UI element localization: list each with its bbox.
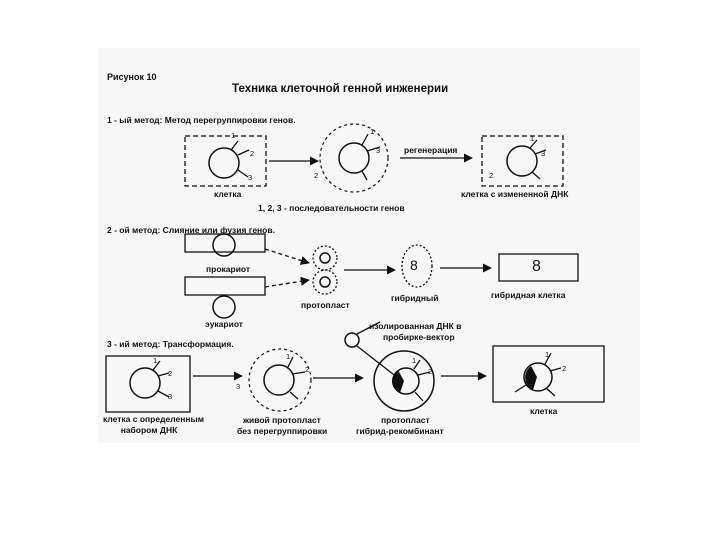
eukaryote-box [184, 276, 266, 319]
figure-title: Техника клеточной генной инженерии [232, 83, 449, 95]
protoplast-gene-1: 1 [370, 127, 375, 136]
m3-cell-gene-1: 1 [153, 356, 158, 365]
m3-cell-gene-3: 3 [168, 392, 173, 401]
vector-label-line-2: пробирке-вектор [383, 332, 455, 342]
hybrid-cell-box [498, 253, 579, 282]
vector-tube [344, 321, 399, 379]
protoplast-gene-2: 2 [314, 171, 319, 180]
m3-living-gene-2: 2 [305, 365, 310, 374]
method2-arrow-upper [264, 248, 310, 265]
eukaryote-label: эукариот [205, 319, 243, 329]
recomb-label-line-2: гибрид-рекомбинант [356, 426, 444, 436]
m3-cell-gene-2: 2 [168, 369, 173, 378]
hybrid-cell-label: гибридная клетка [491, 290, 566, 300]
prokaryote-box [184, 233, 266, 257]
m3-result-gene-1: 1 [545, 350, 550, 359]
method1-result-label: клетка с измененной ДНК [461, 189, 569, 199]
result-gene-1: 1 [530, 134, 535, 143]
m3-result-label: клетка [530, 406, 558, 416]
hybrid-cell-glyph: 8 [532, 258, 541, 275]
method1-protoplast [319, 123, 389, 193]
living-label-line-2: без перегруппировки [237, 426, 328, 436]
m3-recomb-gene-2: 2 [428, 367, 433, 376]
m3-cell-label-line-2: набором ДНК [120, 425, 178, 435]
method3-heading: 3 - ий метод: Трансформация. [107, 339, 234, 349]
m3-recomb-gene-1: 1 [412, 356, 417, 365]
living-label-line-1: живой протопласт [243, 415, 321, 425]
figure-label: Рисунок 10 [107, 72, 157, 82]
m3-living-gene-3: 3 [236, 382, 241, 391]
m3-result-gene-2: 2 [562, 364, 567, 373]
method1-sequence-note: 1, 2, 3 - последовательности генов [258, 203, 405, 213]
regeneration-label: регенерация [404, 145, 458, 155]
gene-number-1: 1 [231, 131, 236, 140]
m3-living-gene-1: 1 [286, 352, 291, 361]
method3-cell [105, 355, 191, 413]
recombinant-protoplast [373, 350, 435, 412]
method3-result-cell [492, 345, 605, 403]
prokaryote-label: прокариот [206, 264, 251, 274]
method2-arrow-lower [264, 276, 310, 288]
result-gene-3: 3 [541, 149, 546, 158]
hybrid-protoplast [401, 244, 433, 288]
result-gene-2: 2 [489, 171, 494, 180]
method1-result-cell [481, 135, 564, 187]
method1-cell-label: клетка [214, 189, 242, 199]
recomb-label-line-1: протопласт [381, 415, 430, 425]
method2-heading: 2 - ой метод: Слияние или фузия генов. [107, 225, 275, 235]
figure-sheet [99, 48, 640, 443]
vector-label-line-1: изолированная ДНК в [369, 321, 462, 331]
protoplast-pair [312, 245, 338, 295]
protoplast-gene-3: 3 [376, 146, 381, 155]
method1-heading: 1 - ый метод: Метод перегруппировки гено… [107, 115, 296, 125]
gene-number-2: 2 [250, 149, 255, 158]
hybrid-glyph: 8 [410, 257, 418, 273]
protoplast-label: протопласт [301, 300, 350, 310]
living-protoplast [248, 348, 312, 412]
method1-cell [184, 135, 267, 187]
gene-number-3: 3 [248, 173, 253, 182]
hybrid-label: гибридный [391, 293, 439, 303]
m3-cell-label-line-1: клетка с определенным [103, 414, 205, 424]
